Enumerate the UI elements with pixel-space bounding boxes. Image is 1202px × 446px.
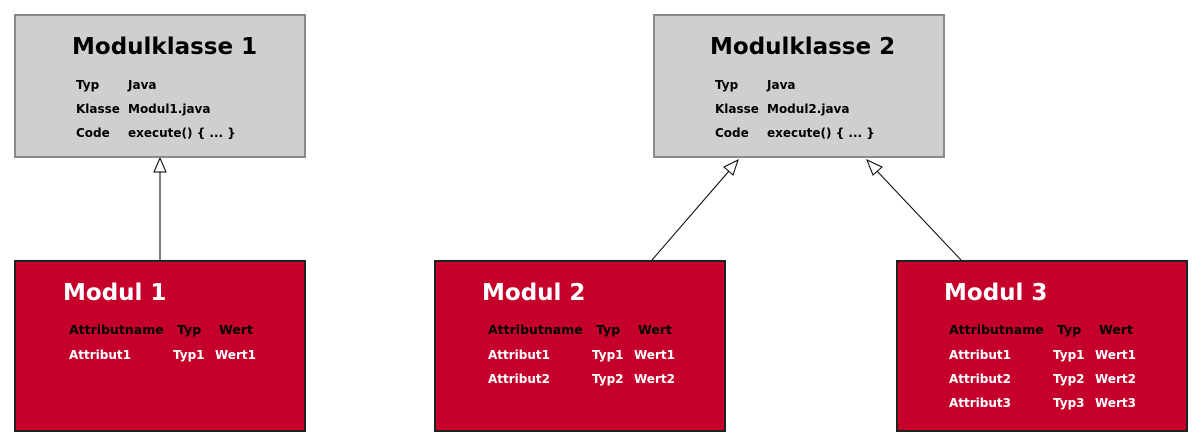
class-box-modulklasse-2: Modulklasse 2 Typ Java Klasse Modul2.jav… bbox=[653, 14, 945, 158]
prop-key: Code bbox=[715, 126, 749, 140]
attr-name: Attribut1 bbox=[69, 348, 132, 362]
class-title: Modulklasse 2 bbox=[710, 34, 896, 60]
attr-header-name: Attributname bbox=[69, 322, 164, 337]
prop-value: execute() { ... } bbox=[128, 126, 236, 140]
attr-name: Attribut3 bbox=[949, 396, 1012, 410]
module-box-modul-1: Modul 1 Attributname Typ Wert Attribut1 … bbox=[14, 260, 306, 432]
attr-type: Typ1 bbox=[1053, 348, 1085, 362]
attr-header-type: Typ bbox=[1057, 322, 1082, 337]
attr-name: Attribut1 bbox=[488, 348, 551, 362]
attr-name: Attribut2 bbox=[488, 372, 551, 386]
prop-value: Java bbox=[767, 78, 796, 92]
attr-value: Wert1 bbox=[215, 348, 256, 362]
connector-modul3 bbox=[876, 170, 962, 261]
module-box-modul-3: Modul 3 Attributname Typ Wert Attribut1 … bbox=[896, 260, 1188, 432]
module-title: Modul 2 bbox=[482, 280, 586, 306]
inheritance-arrow-1 bbox=[153, 156, 167, 173]
class-box-modulklasse-1: Modulklasse 1 Typ Java Klasse Modul1.jav… bbox=[14, 14, 306, 158]
connector-modul2 bbox=[651, 170, 730, 261]
prop-key: Klasse bbox=[715, 102, 759, 116]
attr-name: Attribut1 bbox=[949, 348, 1012, 362]
attr-value: Wert2 bbox=[1095, 372, 1136, 386]
attr-header-value: Wert bbox=[1099, 322, 1133, 337]
prop-value: Java bbox=[128, 78, 157, 92]
prop-key: Code bbox=[76, 126, 110, 140]
attr-header-name: Attributname bbox=[949, 322, 1044, 337]
attr-header-value: Wert bbox=[219, 322, 253, 337]
attr-value: Wert2 bbox=[634, 372, 675, 386]
attr-type: Typ3 bbox=[1053, 396, 1085, 410]
prop-value: Modul2.java bbox=[767, 102, 850, 116]
prop-key: Typ bbox=[715, 78, 739, 92]
attr-type: Typ1 bbox=[592, 348, 624, 362]
attr-type: Typ2 bbox=[1053, 372, 1085, 386]
module-title: Modul 1 bbox=[63, 280, 167, 306]
prop-key: Klasse bbox=[76, 102, 120, 116]
inheritance-arrow-3 bbox=[866, 159, 883, 176]
attr-value: Wert3 bbox=[1095, 396, 1136, 410]
attr-type: Typ1 bbox=[173, 348, 205, 362]
attr-type: Typ2 bbox=[592, 372, 624, 386]
attr-header-type: Typ bbox=[596, 322, 621, 337]
prop-value: execute() { ... } bbox=[767, 126, 875, 140]
inheritance-arrow-2 bbox=[723, 159, 739, 176]
attr-header-name: Attributname bbox=[488, 322, 583, 337]
attr-value: Wert1 bbox=[1095, 348, 1136, 362]
prop-key: Typ bbox=[76, 78, 100, 92]
attr-header-type: Typ bbox=[177, 322, 202, 337]
prop-value: Modul1.java bbox=[128, 102, 211, 116]
attr-header-value: Wert bbox=[638, 322, 672, 337]
attr-name: Attribut2 bbox=[949, 372, 1012, 386]
module-title: Modul 3 bbox=[944, 280, 1048, 306]
module-box-modul-2: Modul 2 Attributname Typ Wert Attribut1 … bbox=[434, 260, 726, 432]
class-title: Modulklasse 1 bbox=[72, 34, 258, 60]
attr-value: Wert1 bbox=[634, 348, 675, 362]
